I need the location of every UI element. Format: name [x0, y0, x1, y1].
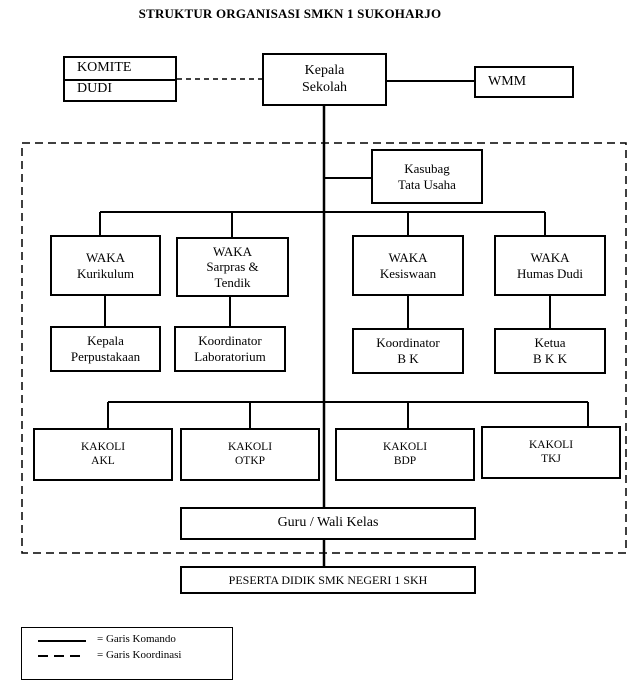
kakoli-akl-line1: KAKOLI	[80, 440, 126, 453]
kasubag-line2: Tata Usaha	[398, 176, 456, 192]
waka-sarpras-box: WAKA Sarpras & Tendik	[176, 237, 289, 297]
kepala-perpustakaan-line2: Perpustakaan	[70, 349, 141, 364]
kakoli-akl-box: KAKOLI AKL	[33, 428, 173, 481]
waka-sarpras-line3: Tendik	[214, 274, 251, 290]
kepala-sekolah-line1: Kepala	[304, 62, 345, 78]
waka-kesiswaan-line2: Kesiswaan	[379, 265, 437, 281]
kasubag-box: Kasubag Tata Usaha	[371, 149, 483, 204]
waka-kurikulum-box: WAKA Kurikulum	[50, 235, 161, 296]
ketua-bkk-box: Ketua B K K	[494, 328, 606, 374]
waka-humas-line1: WAKA	[530, 249, 570, 265]
waka-humas-box: WAKA Humas Dudi	[494, 235, 606, 296]
peserta-didik-label: PESERTA DIDIK SMK NEGERI 1 SKH	[228, 572, 428, 587]
koordinator-bk-line2: B K	[397, 351, 419, 366]
kakoli-bdp-line1: KAKOLI	[382, 440, 428, 453]
koordinator-laboratorium-line2: Laboratorium	[194, 349, 266, 364]
kepala-sekolah-box: Kepala Sekolah	[262, 53, 387, 106]
waka-sarpras-line2: Sarpras &	[206, 259, 259, 275]
dudi-label: DUDI	[77, 81, 112, 96]
legend-koordinasi-label: = Garis Koordinasi	[97, 649, 182, 661]
guru-wali-kelas-label: Guru / Wali Kelas	[277, 515, 379, 531]
kakoli-otkp-line2: OTKP	[234, 454, 266, 467]
kasubag-line1: Kasubag	[404, 160, 450, 176]
kakoli-tkj-line1: KAKOLI	[528, 438, 574, 451]
guru-wali-kelas-box: Guru / Wali Kelas	[180, 507, 476, 540]
kepala-perpustakaan-line1: Kepala	[87, 333, 124, 349]
chart-title: STRUKTUR ORGANISASI SMKN 1 SUKOHARJO	[138, 6, 442, 21]
legend-lines	[38, 640, 86, 657]
wmm-box: WMM	[474, 66, 574, 98]
ketua-bkk-line2: B K K	[533, 351, 567, 366]
waka-kurikulum-line1: WAKA	[86, 249, 125, 265]
peserta-didik-box: PESERTA DIDIK SMK NEGERI 1 SKH	[180, 566, 476, 594]
koordinator-bk-line1: Koordinator	[376, 335, 440, 351]
legend-komando-label: = Garis Komando	[97, 633, 176, 645]
kakoli-bdp-box: KAKOLI BDP	[335, 428, 475, 481]
legend: = Garis Komando = Garis Koordinasi	[21, 627, 233, 680]
koordinator-bk-box: Koordinator B K	[352, 328, 464, 374]
kepala-perpustakaan-box: Kepala Perpustakaan	[50, 326, 161, 372]
waka-kesiswaan-line1: WAKA	[388, 249, 428, 265]
waka-kesiswaan-box: WAKA Kesiswaan	[352, 235, 464, 296]
kakoli-akl-line2: AKL	[91, 454, 115, 467]
komite-label: KOMITE	[77, 60, 132, 75]
kakoli-otkp-box: KAKOLI OTKP	[180, 428, 320, 481]
wmm-label: WMM	[488, 73, 527, 89]
kakoli-otkp-line1: KAKOLI	[227, 440, 273, 453]
waka-kurikulum-line2: Kurikulum	[76, 265, 135, 281]
ketua-bkk-line1: Ketua	[534, 335, 566, 351]
waka-humas-line2: Humas Dudi	[516, 265, 584, 281]
komite-dudi-box: KOMITE DUDI	[63, 56, 177, 102]
kakoli-tkj-line2: TKJ	[541, 452, 561, 465]
waka-sarpras-line1: WAKA	[213, 243, 252, 259]
koordinator-laboratorium-box: Koordinator Laboratorium	[174, 326, 286, 372]
kakoli-tkj-box: KAKOLI TKJ	[481, 426, 621, 479]
kakoli-bdp-line2: BDP	[393, 454, 417, 467]
koordinator-laboratorium-line1: Koordinator	[198, 333, 262, 349]
kepala-sekolah-line2: Sekolah	[301, 79, 348, 95]
komite-divider	[65, 79, 175, 81]
